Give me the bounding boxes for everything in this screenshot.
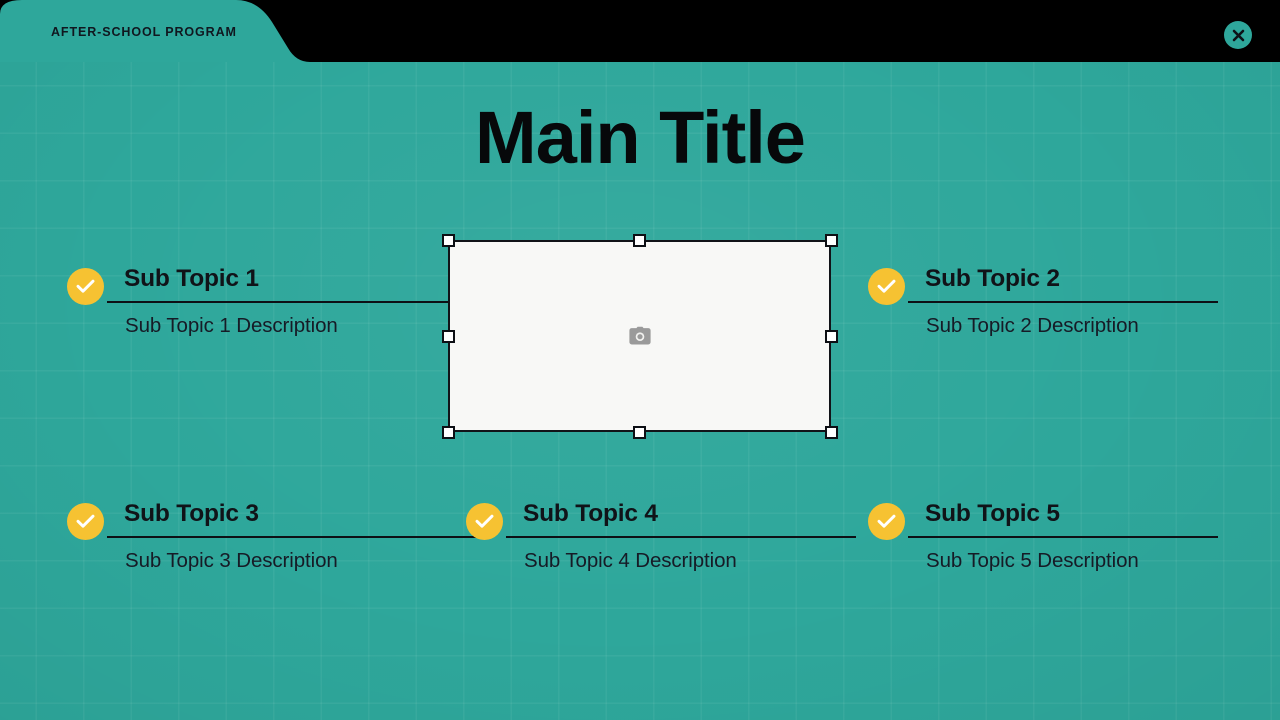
topic-rule-5: [908, 536, 1218, 538]
topic-rule-3: [107, 536, 485, 538]
topic-rule-1: [107, 301, 485, 303]
resize-handle-top-center[interactable]: [633, 233, 646, 247]
topic-check-badge-2: [868, 268, 905, 305]
resize-handle-top-left[interactable]: [441, 233, 455, 247]
image-placeholder[interactable]: [448, 240, 831, 432]
resize-handle-top-right[interactable]: [824, 233, 838, 247]
topic-title-2: Sub Topic 2: [925, 265, 1060, 292]
topic-rule-4: [506, 536, 856, 538]
resize-handle-bottom-right[interactable]: [824, 425, 838, 439]
topic-check-badge-4: [466, 503, 503, 540]
check-icon: [76, 514, 95, 528]
topic-rule-2: [908, 301, 1218, 303]
resize-handle-middle-right[interactable]: [824, 329, 838, 343]
topic-check-badge-5: [868, 503, 905, 540]
topic-description-2: Sub Topic 2 Description: [926, 314, 1139, 337]
topic-description-1: Sub Topic 1 Description: [125, 314, 338, 337]
topic-title-5: Sub Topic 5: [925, 500, 1060, 527]
topic-title-4: Sub Topic 4: [523, 500, 658, 527]
close-button[interactable]: [1224, 21, 1252, 49]
resize-handle-middle-left[interactable]: [441, 329, 455, 343]
check-icon: [475, 514, 494, 528]
topic-check-badge-3: [67, 503, 104, 540]
camera-icon: [628, 326, 651, 345]
check-icon: [877, 279, 896, 293]
page-title: Main Title: [475, 96, 806, 179]
topic-description-3: Sub Topic 3 Description: [125, 549, 338, 572]
topic-description-4: Sub Topic 4 Description: [524, 549, 737, 572]
resize-handle-bottom-left[interactable]: [441, 425, 455, 439]
check-icon: [877, 514, 896, 528]
resize-handle-bottom-center[interactable]: [633, 425, 646, 439]
topic-check-badge-1: [67, 268, 104, 305]
topic-title-1: Sub Topic 1: [124, 265, 259, 292]
check-icon: [76, 279, 95, 293]
topic-description-5: Sub Topic 5 Description: [926, 549, 1139, 572]
topic-title-3: Sub Topic 3: [124, 500, 259, 527]
window-tab[interactable]: [0, 0, 310, 62]
close-x-icon: [1232, 29, 1244, 41]
window-tab-label: AFTER-SCHOOL PROGRAM: [51, 25, 237, 39]
